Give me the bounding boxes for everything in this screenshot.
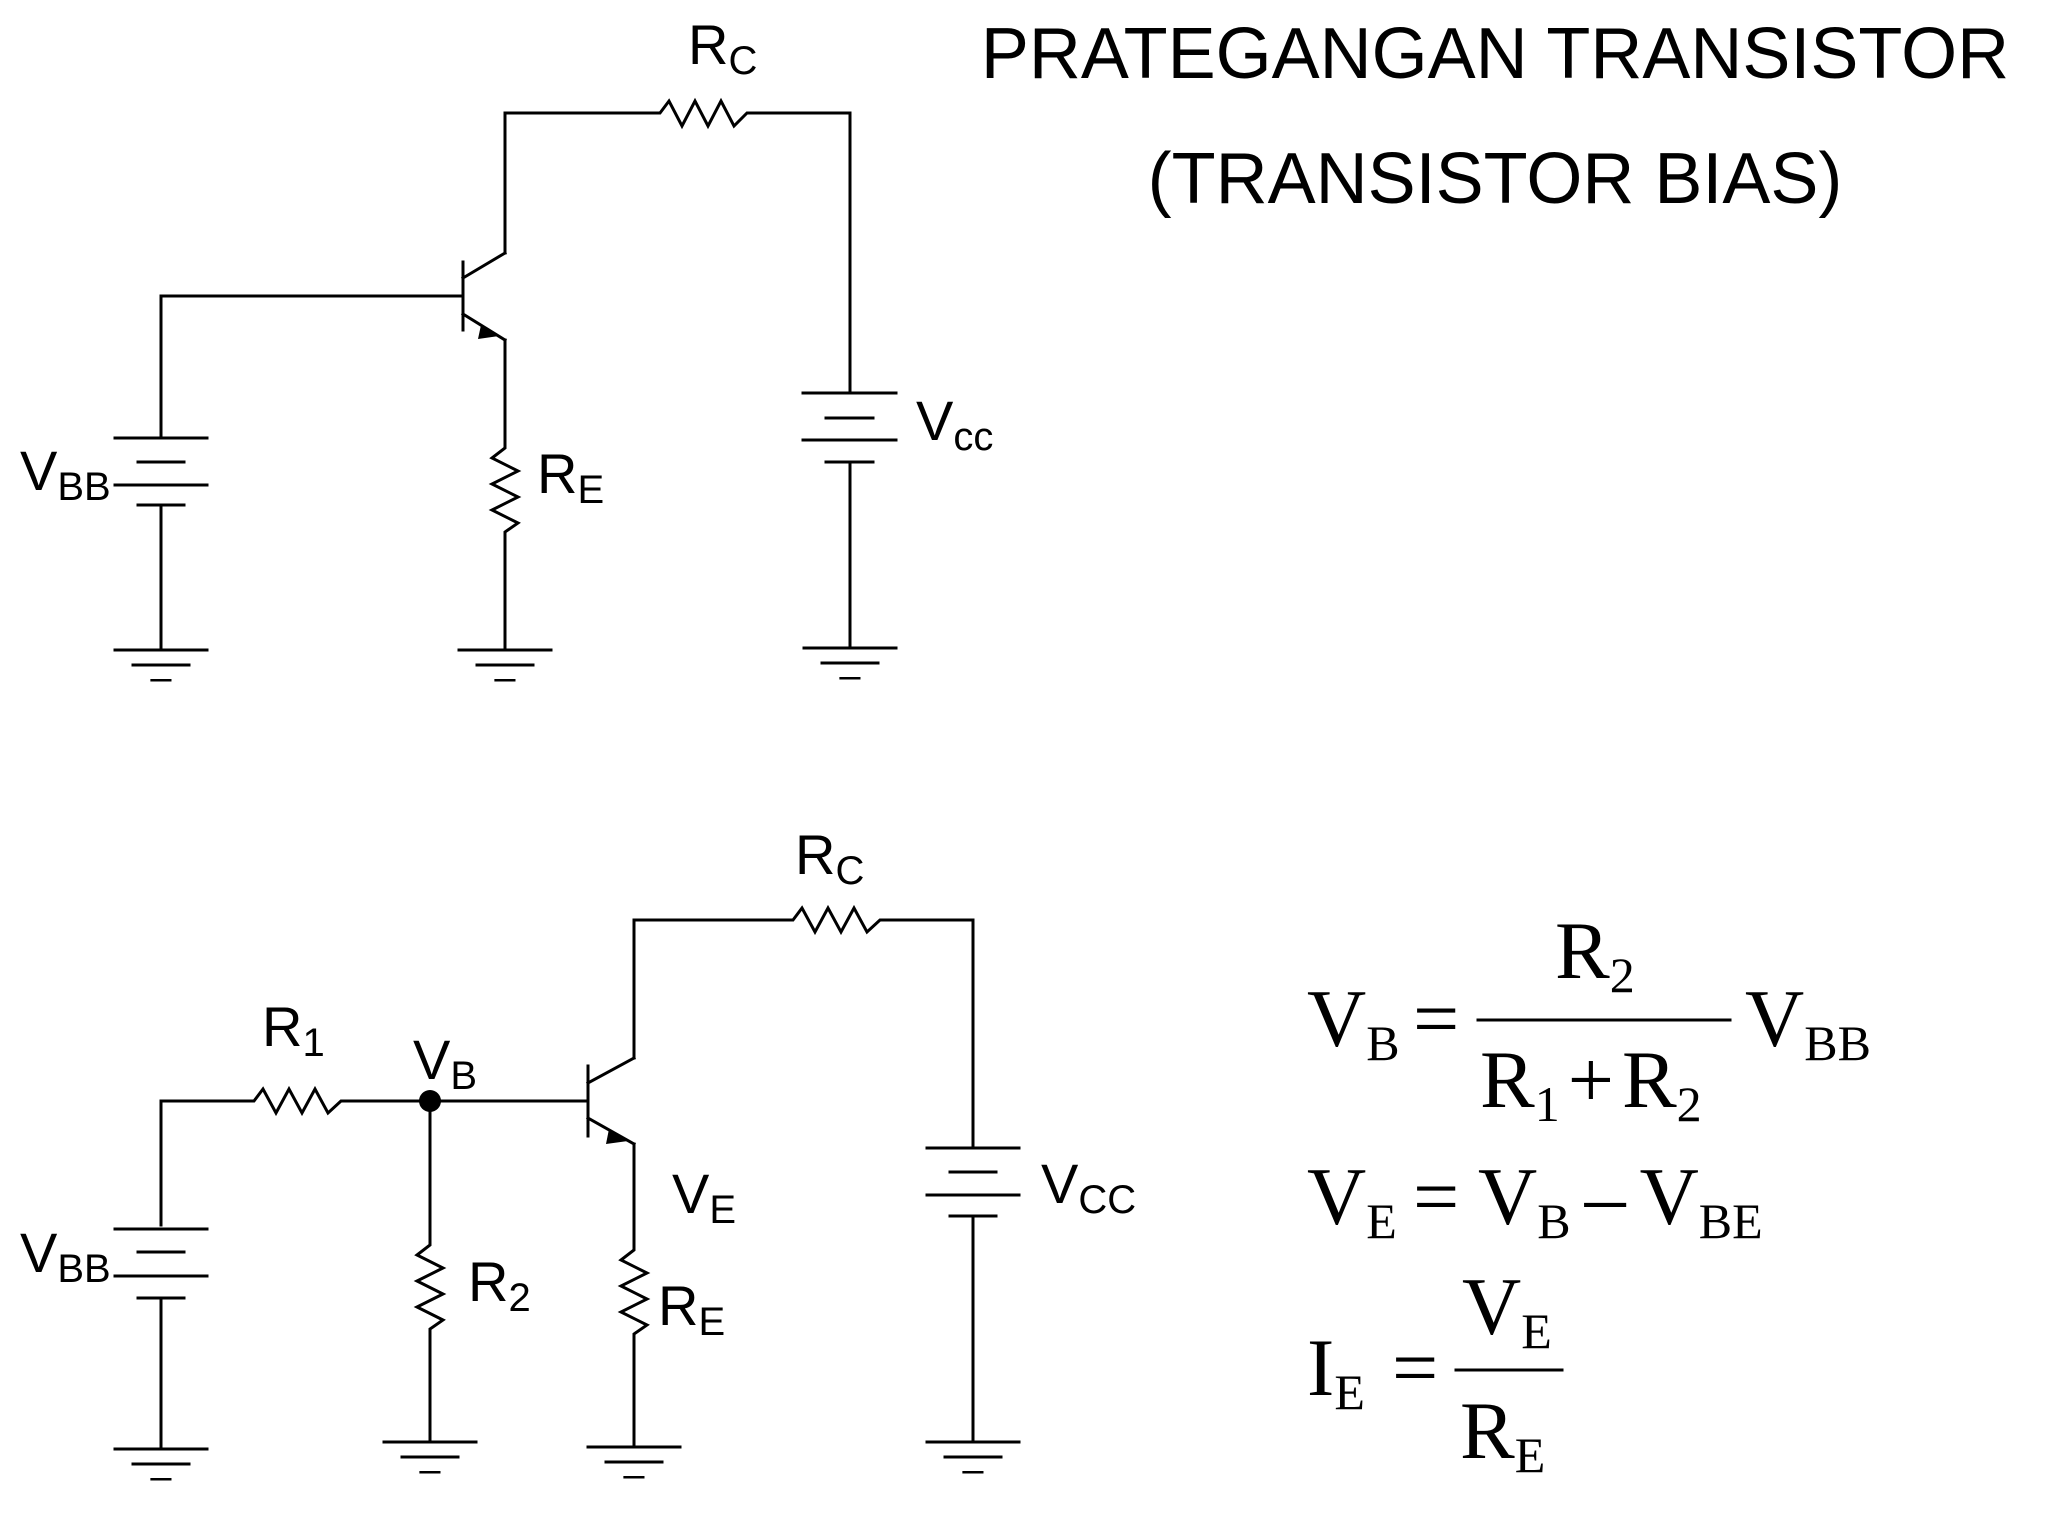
circuit2-ground-r2: – [382,1440,478,1491]
circuit1-npn-transistor [460,250,508,343]
circuit2-label-ve: VE [672,1162,736,1232]
eq1-numerator: R2 [1555,905,1635,1003]
eq2-rhs: VB–VBE [1478,1151,1763,1249]
circuit2-vb-junction-dot [419,1090,441,1112]
ground-mark: – [150,657,172,699]
circuit-basic-bias: – – – RC RE VBB Vcc [20,13,993,699]
ground-mark: – [623,1454,645,1496]
title-line-1: PRATEGANGAN TRANSISTOR [981,14,2009,94]
circuit2-collector-wire-left [632,918,787,1060]
circuit2-label-r1: R1 [262,995,325,1065]
circuit2-npn-transistor [585,1055,637,1147]
eq3-numerator: VE [1462,1261,1552,1359]
circuit2-collector-wire-right [886,918,975,1150]
eq2-lhs: VE [1307,1151,1397,1249]
circuit2-rc-resistor [783,904,890,936]
circuit2-r2-resistor [413,1233,447,1341]
circuit2-ground-vbb: – [113,1447,209,1498]
circuit1-ground-re: – [457,648,553,699]
eq1-equals: = [1413,973,1459,1064]
circuit2-vbb-battery [113,1227,209,1300]
circuit-voltage-divider-bias: – – – – RC R1 VB R2 VE RE VBB VCC [20,823,1136,1498]
circuit1-ground-vcc: – [802,646,898,697]
circuit1-collector-wire-right [753,111,852,395]
bias-equations: VB = R2 R1+R2 VBB VE = VB–VBE IE = VE RE [1307,905,1871,1483]
title-line-2: (TRANSISTOR BIAS) [1148,139,1843,219]
equation-ie: IE = VE RE [1307,1261,1564,1483]
ground-mark: – [150,1456,172,1498]
circuit1-vbb-battery [113,432,209,507]
eq3-equals: = [1392,1322,1438,1413]
equation-ve: VE = VB–VBE [1307,1151,1763,1249]
circuit2-vcc-battery [925,1146,1021,1218]
ground-mark: – [419,1449,441,1491]
circuit1-vcc-battery [801,391,898,464]
circuit1-base-wire [159,294,465,436]
slide-title: PRATEGANGAN TRANSISTOR (TRANSISTOR BIAS) [981,14,2009,219]
circuit1-ground-vbb: – [113,648,209,699]
circuit1-wires [159,111,852,652]
circuit2-r1-resistor [244,1085,352,1117]
circuit1-label-vcc: Vcc [916,389,993,459]
eq1-lhs: VB [1307,973,1400,1071]
ground-mark: – [839,655,861,697]
circuit1-collector-wire-left [503,111,654,255]
circuit2-ground-re: – [586,1445,682,1496]
circuit1-re-resistor [488,436,522,544]
circuit1-label-re: RE [537,442,604,512]
circuit1-label-vbb: VBB [20,439,111,509]
circuit2-vbb-r1-wire [159,1099,248,1227]
equation-vb: VB = R2 R1+R2 VBB [1307,905,1871,1132]
circuit2-label-re: RE [658,1274,725,1344]
eq1-tail: VBB [1745,973,1871,1071]
eq2-equals: = [1413,1151,1459,1242]
circuit1-rc-resistor [650,97,757,130]
circuit2-label-vbb: VBB [20,1221,111,1291]
circuit1-label-rc: RC [688,13,757,83]
circuit2-label-vb: VB [413,1028,477,1098]
circuit2-label-r2: R2 [468,1250,531,1320]
eq3-lhs: IE [1307,1322,1365,1420]
circuit2-wires [159,918,975,1451]
ground-mark: – [962,1449,984,1491]
circuit2-label-vcc: VCC [1041,1152,1136,1222]
circuit2-ground-vcc: – [925,1440,1021,1491]
eq3-denominator: RE [1460,1385,1545,1483]
circuit2-re-resistor [617,1238,651,1346]
circuit2-label-rc: RC [795,823,864,893]
eq1-denominator: R1+R2 [1480,1034,1702,1132]
ground-mark: – [494,657,516,699]
